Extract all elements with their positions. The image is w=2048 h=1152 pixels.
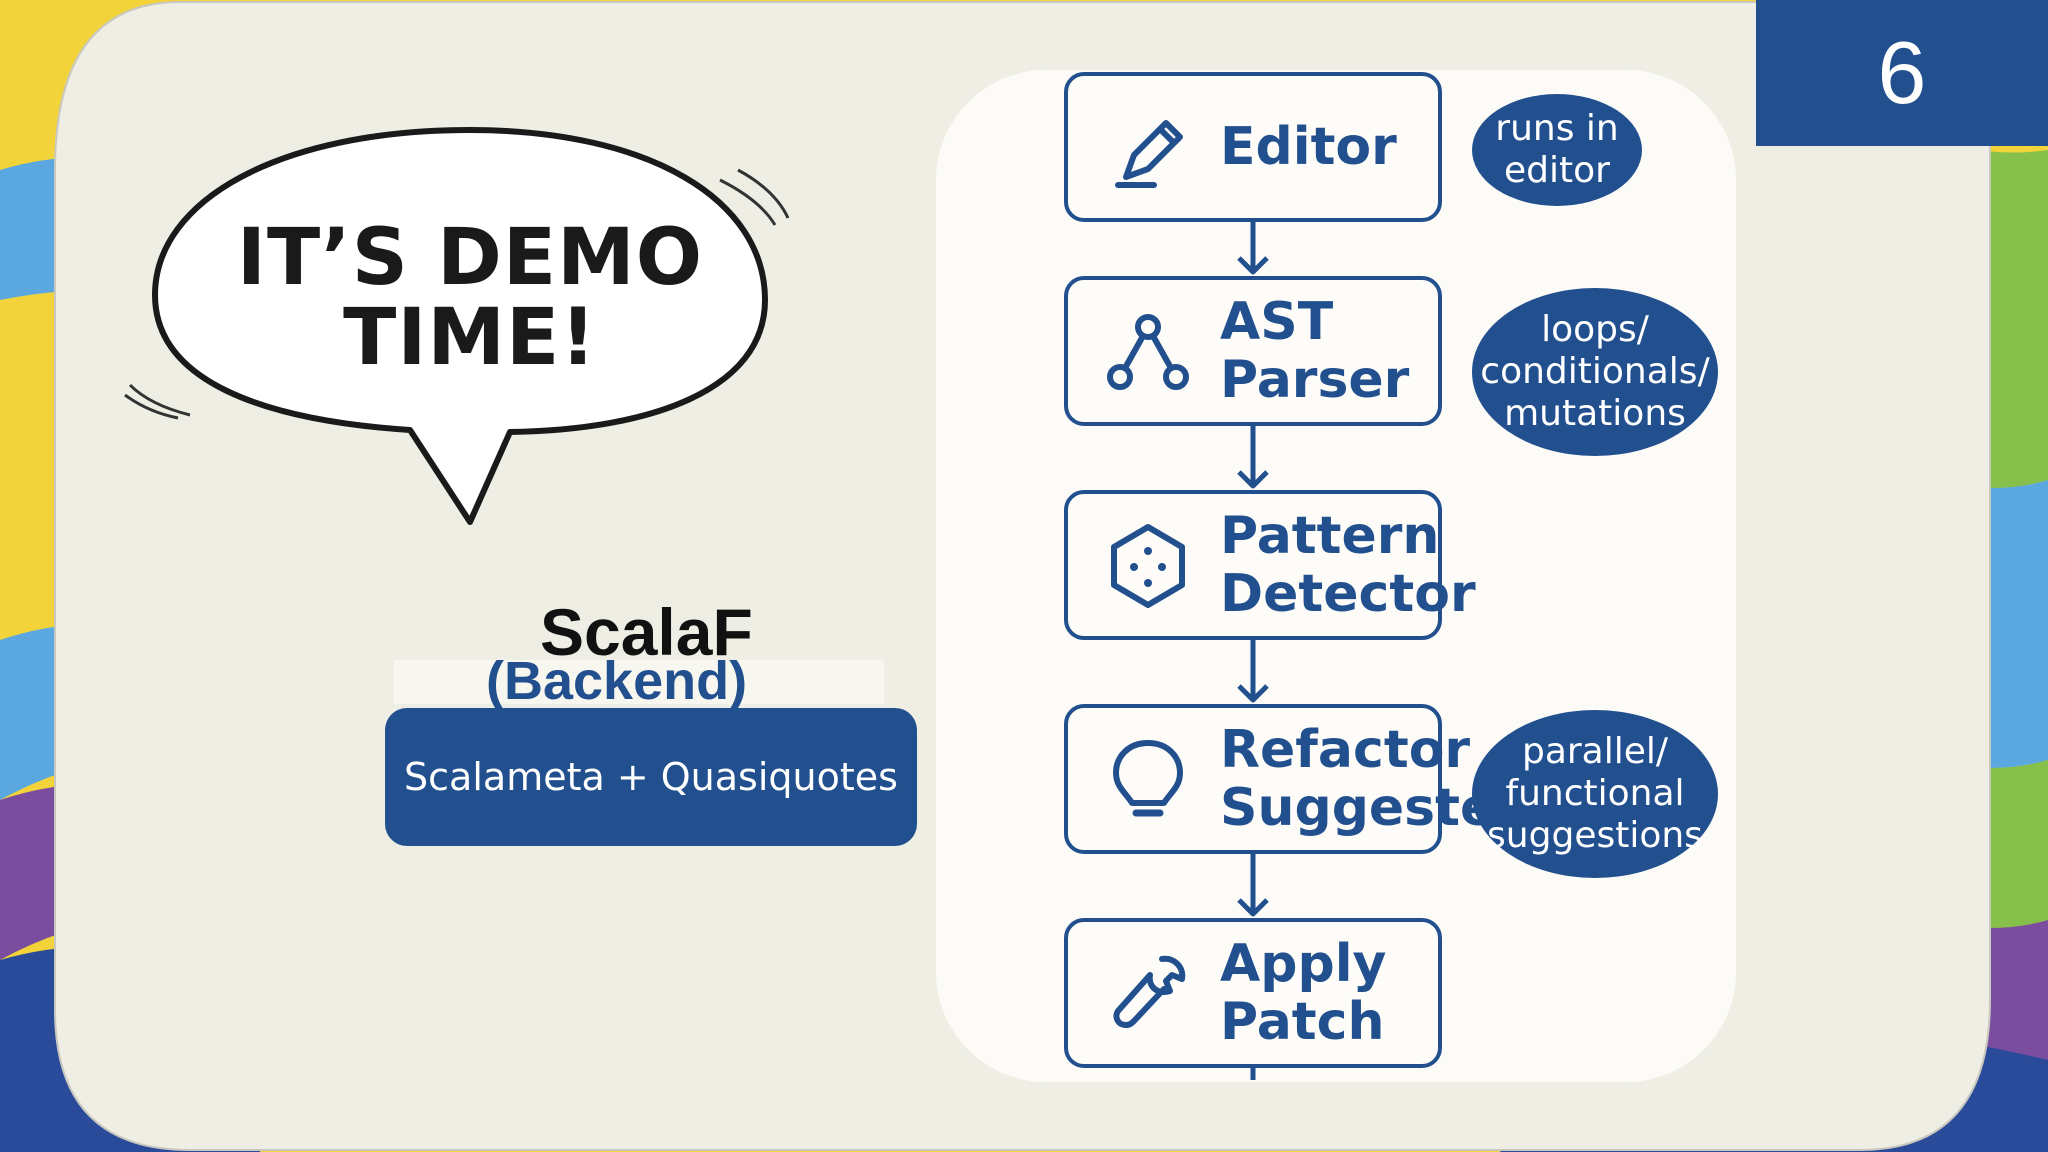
flow-note: loops/ conditionals/ mutations: [1472, 288, 1718, 456]
flow-arrow-head: [1237, 898, 1269, 917]
flow-step-label: Pattern Detector: [1220, 506, 1476, 624]
flow-arrow-head: [1237, 256, 1269, 275]
bubble-text: IT’S DEMO TIME!: [236, 213, 704, 383]
flow-step-editor: Editor: [1064, 72, 1442, 222]
title-backdrop: [394, 660, 884, 704]
hexagon-dots-icon: [1104, 521, 1192, 609]
backend-subtitle: (Backend): [486, 651, 748, 711]
motion-lines-icon: [124, 168, 790, 420]
flow-arrow-head: [1237, 470, 1269, 489]
flow-step-ast-parser: AST Parser: [1064, 276, 1442, 426]
slide-number: 6: [1756, 0, 2048, 146]
backend-title: ScalaF: [540, 595, 753, 669]
tech-pill: Scalameta + Quasiquotes: [385, 708, 917, 846]
pencil-icon: [1104, 103, 1192, 191]
flow-step-label: Editor: [1220, 117, 1397, 177]
flow-step-refactor-suggester: Refactor Suggester: [1064, 704, 1521, 854]
wrench-icon: [1104, 949, 1192, 1037]
flow-note: parallel/ functional suggestions: [1472, 710, 1718, 878]
flow-step-pattern-detector: Pattern Detector: [1064, 490, 1476, 640]
flow-arrow-head: [1237, 684, 1269, 703]
flow-step-label: AST Parser: [1220, 292, 1410, 410]
flow-step-apply-patch: Apply Patch: [1064, 918, 1442, 1068]
flow-note: runs in editor: [1472, 94, 1642, 206]
flow-step-label: Refactor Suggester: [1220, 720, 1521, 838]
tree-nodes-icon: [1104, 307, 1192, 395]
lightbulb-icon: [1104, 735, 1192, 823]
flow-step-label: Apply Patch: [1220, 934, 1387, 1052]
